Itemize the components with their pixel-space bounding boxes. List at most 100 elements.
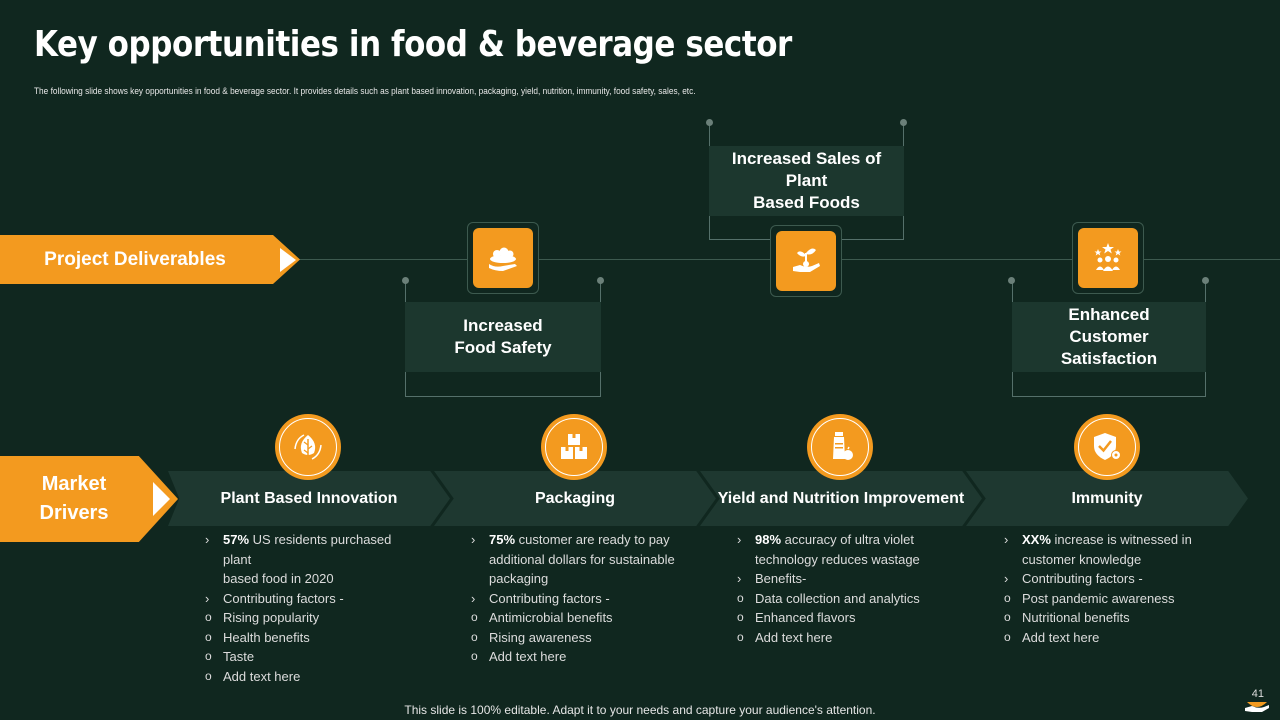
market-drivers-text: Drivers [39,502,109,524]
list-item-text: 57% US residents purchased plant [223,532,392,567]
list-item-stat: XX% [1022,532,1051,547]
chevron-bullet-icon [469,569,489,589]
market-drivers-text: Market [41,473,107,495]
list-item: ›XX% increase is witnessed in [1002,530,1212,550]
list-item: ›Contributing factors - [469,589,679,609]
list-item: o Enhanced flavors [735,608,945,628]
chevron-bullet-icon: › [471,590,476,606]
list-item-text: Add text here [489,649,567,664]
list-item-text: 98% accuracy of ultra violet [755,532,914,547]
deliverable-text-line: Increased [463,316,543,335]
chevron-bullet-icon: › [205,532,210,547]
driver-title: Yield and Nutrition Improvement [717,489,965,507]
food-tray-icon [467,222,539,294]
circle-bullet-icon: o [737,590,744,605]
list-item-text: Add text here [1022,629,1100,645]
list-item: based food in 2020 [203,569,413,589]
list-item-text: Health benefits [223,629,310,645]
list-item-text: Nutritional benefits [1022,610,1130,625]
list-item-text: Benefits- [755,571,807,586]
list-item-text: XX% increase is witnessed in [1022,532,1192,547]
circle-bullet-icon: o [205,610,212,624]
list-item: o Data collection and analytics [735,589,945,609]
driver-chevron-packaging: Packaging [434,471,716,526]
circle-bullet-icon: o [205,668,212,683]
list-item: › Contributing factors - [203,589,413,609]
list-item-text: customer knowledge [1022,551,1142,567]
chevron-bullet-icon: › [205,590,210,606]
brand-logo-icon [1245,702,1269,712]
connector-dot [706,119,713,126]
list-item: ›98% accuracy of ultra violet [735,530,945,550]
list-item-text: Add text here [223,668,301,684]
chevron-bullet-icon: › [737,571,742,586]
list-item-text: Contributing factors - [1022,571,1143,586]
driver-chevron-yield: Yield and Nutrition Improvement [700,471,982,526]
boxes-icon [541,414,607,480]
driver-chevron-immunity: Immunity [966,471,1248,526]
list-item: ›75% customer are ready to pay [469,530,679,550]
leaf-icon [275,414,341,480]
page-subtitle: The following slide shows key opportunit… [34,86,696,96]
list-item-stat: 98% [755,532,782,547]
arrow-notch-icon [153,482,170,516]
circle-bullet-icon: o [205,649,212,663]
driver-chevron-plant-based: Plant Based Innovation [168,471,450,526]
chevron-bullet-icon: › [1004,571,1009,586]
list-item-text: Contributing factors - [223,590,344,606]
chevron-bullet-icon: › [471,532,476,547]
list-item-stat: 75% [489,532,516,547]
list-item-text: Antimicrobial benefits [489,610,613,625]
circle-bullet-icon: o [471,610,478,624]
chevron-bullet-icon [1002,550,1022,570]
connector-dot [402,277,409,284]
list-item: o Taste [203,647,413,667]
list-item: o Rising popularity [203,608,413,628]
plant-hand-icon [770,225,842,297]
connector-dot [597,277,604,284]
customer-stars-icon [1072,222,1144,294]
chevron-bullet-icon [735,550,755,570]
list-item-text: Rising popularity [223,610,320,625]
deliverable-text-line: Increased Sales of Plant [731,149,882,190]
page-title: Key opportunities in food & beverage sec… [34,24,792,65]
connector-dot [900,119,907,126]
deliverable-box-food-safety: Increased Food Safety [405,302,601,372]
project-deliverables-text: Project Deliverables [44,248,226,270]
deliverable-text-line: Customer [1069,327,1149,346]
shield-check-icon [1074,414,1140,480]
list-item-text: technology reduces wastage [755,551,920,567]
list-item-text: Taste [223,649,255,664]
deliverable-box-plant-sales: Increased Sales of Plant Based Foods [709,146,904,216]
list-item: › 57% US residents purchased plant [203,530,413,569]
list-item: › Contributing factors - [1002,569,1212,589]
list-item: technology reduces wastage [735,550,945,570]
circle-bullet-icon: o [1004,610,1011,624]
list-item: packaging [469,569,679,589]
list-item: additional dollars for sustainable [469,550,679,570]
driver-title: Immunity [1071,489,1143,507]
driver-title: Plant Based Innovation [220,489,398,507]
driver-title: Packaging [534,489,616,507]
project-deliverables-label: Project Deliverables [0,235,300,284]
list-item-stat: 57% [223,532,250,547]
deliverable-text-line: Food Safety [454,338,552,357]
list-item: o Antimicrobial benefits [469,608,679,628]
list-item: o Nutritional benefits [1002,608,1212,628]
circle-bullet-icon: o [737,629,744,644]
deliverable-text-line: Satisfaction [1060,349,1158,368]
connector-dot [1008,277,1015,284]
circle-bullet-icon: o [737,610,744,624]
list-item-text: Enhanced flavors [755,610,856,625]
list-item-text: Data collection and analytics [755,590,920,606]
deliverable-text-line: Based Foods [753,193,860,212]
